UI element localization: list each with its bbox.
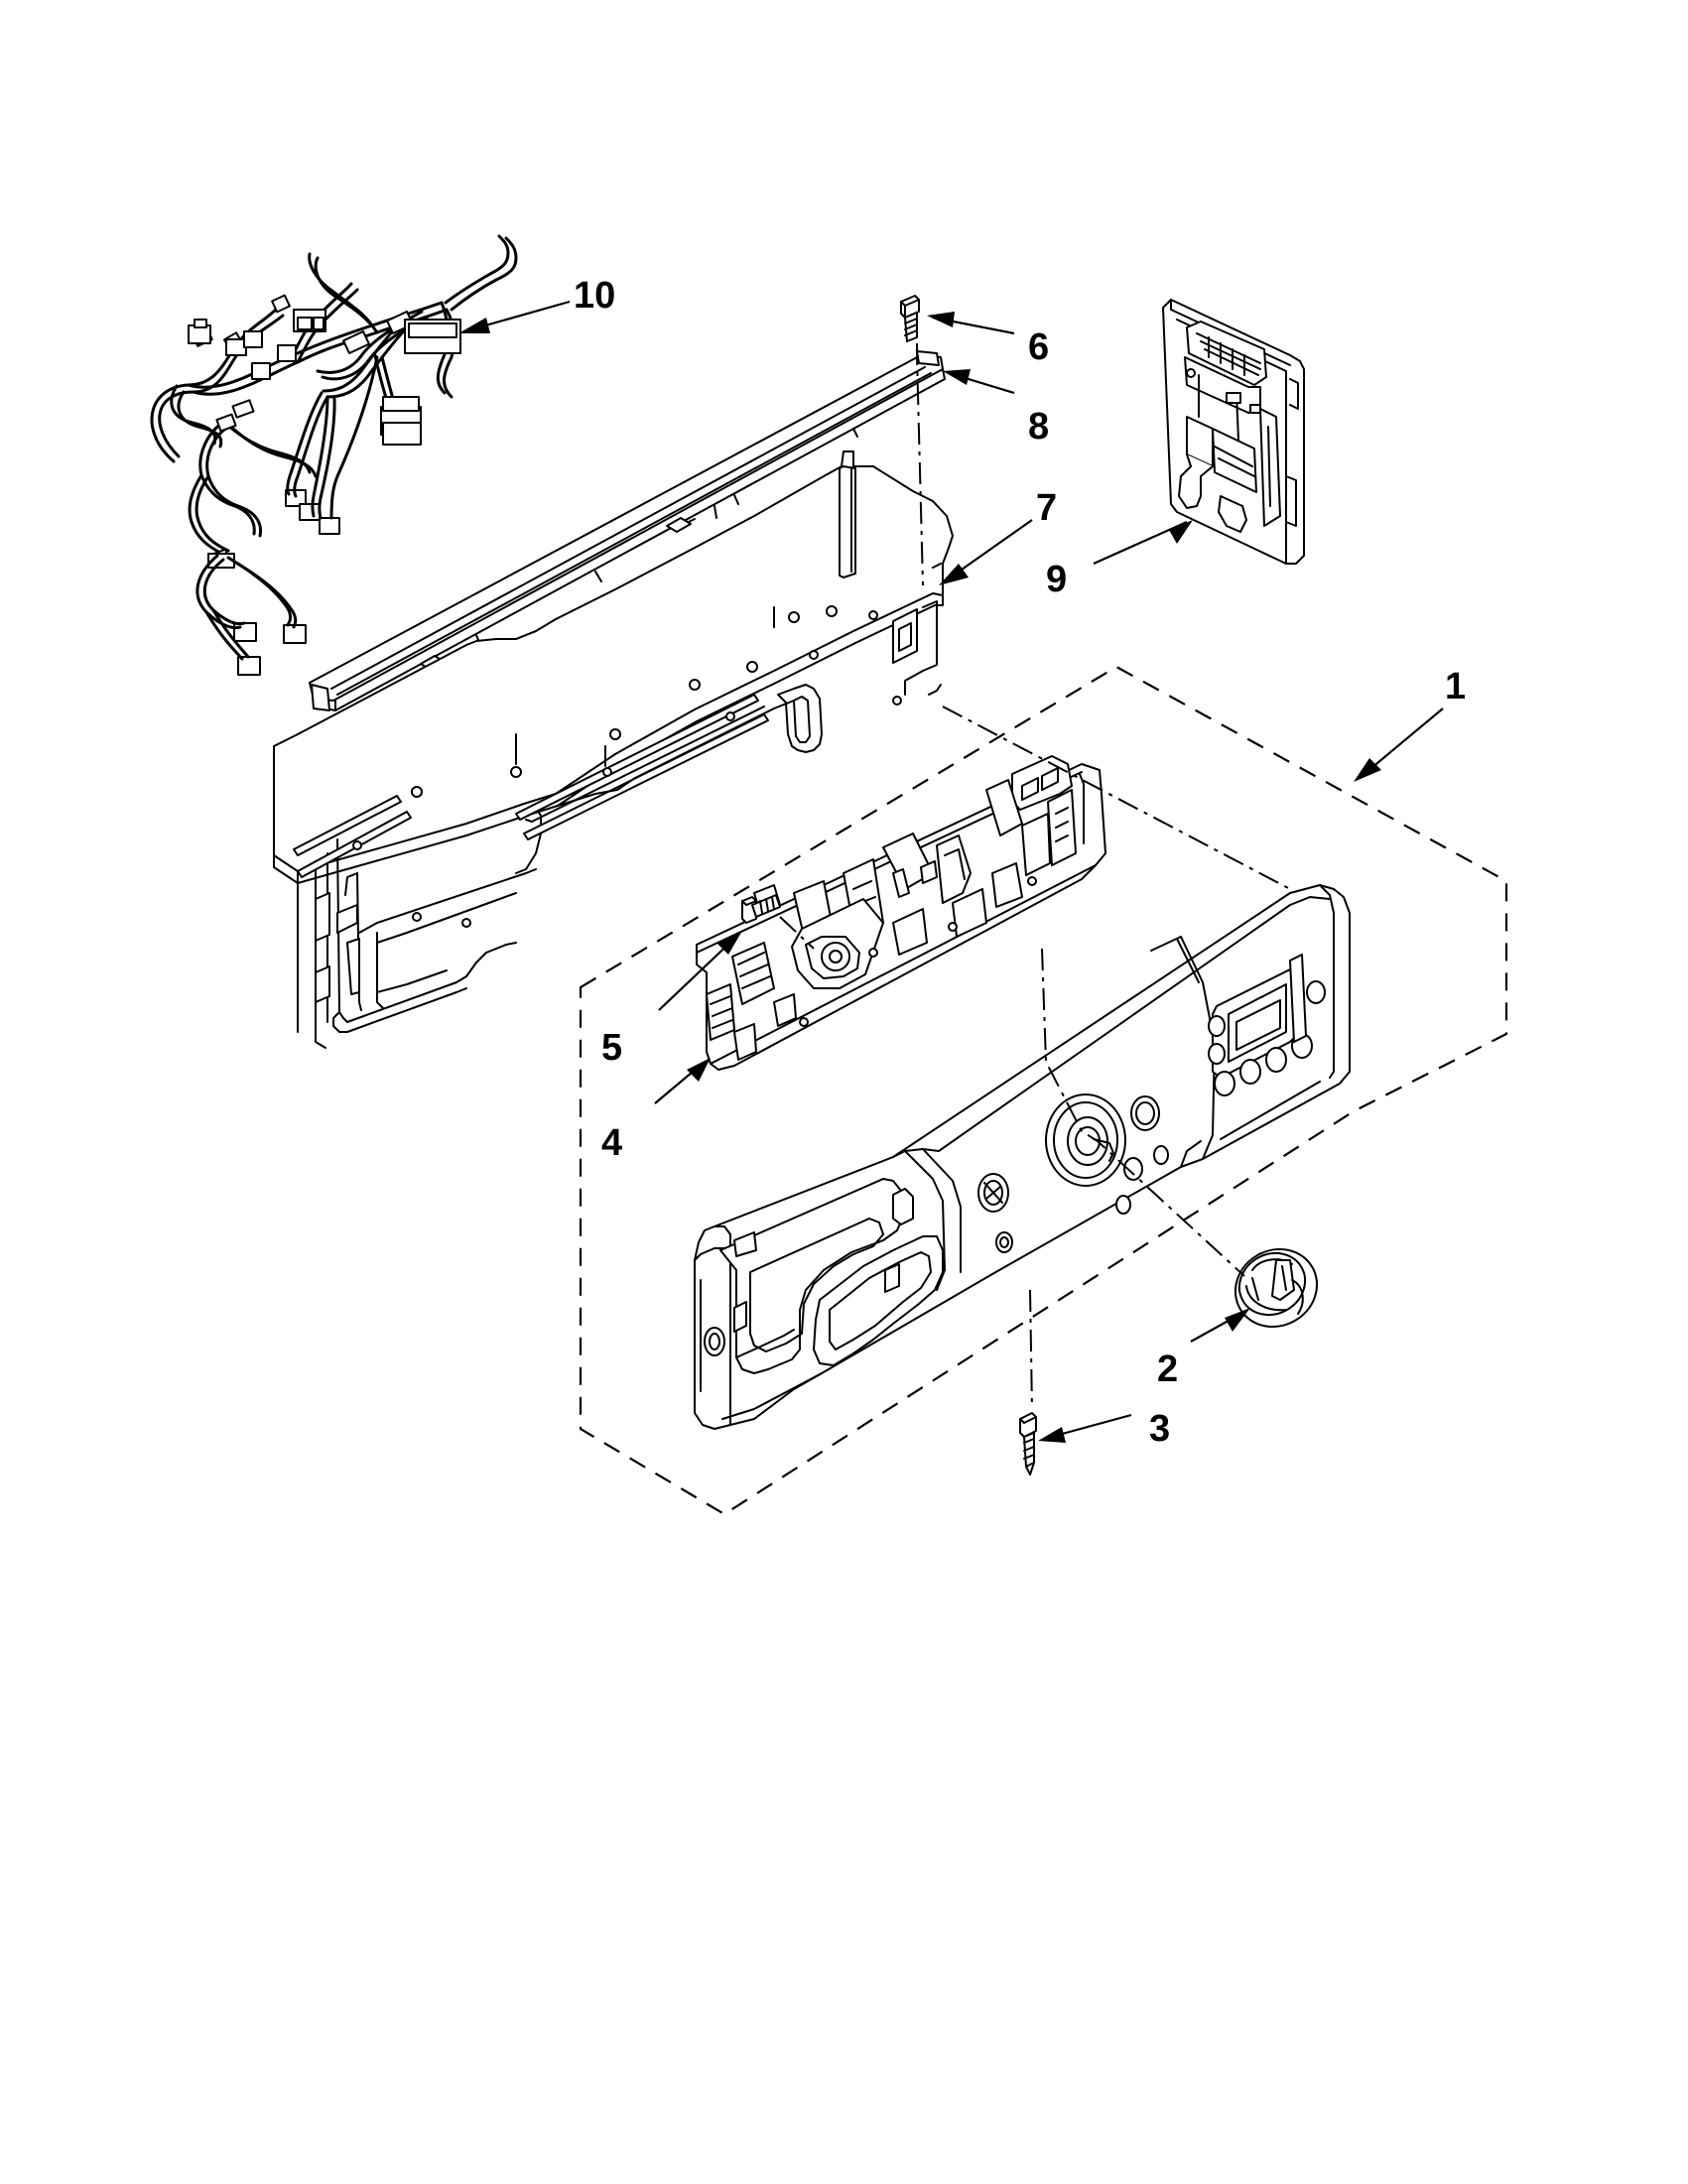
part-callouts: 10 6 8 7 9 1 5 4 2 3: [574, 275, 1466, 1450]
callout-9: 9: [1046, 559, 1067, 600]
console-frame: [273, 450, 954, 1049]
callout-5: 5: [601, 1027, 622, 1069]
electronic-module: [1162, 299, 1305, 565]
callout-6: 6: [1028, 326, 1049, 368]
screw-panel: [1019, 1412, 1037, 1476]
assembly-boundary: [579, 665, 1508, 1516]
callout-7: 7: [1036, 487, 1057, 529]
console-panel: [694, 884, 1351, 1430]
callout-2: 2: [1157, 1349, 1178, 1390]
callout-8: 8: [1028, 406, 1049, 448]
callout-4: 4: [601, 1122, 622, 1164]
callout-10: 10: [574, 275, 615, 317]
callout-3: 3: [1149, 1408, 1170, 1450]
knob: [1234, 1247, 1319, 1329]
screw-rail: [900, 295, 920, 342]
user-interface-board: [696, 755, 1106, 1071]
wire-harness: [150, 234, 518, 676]
control-panel-rail: [309, 350, 946, 711]
leader-arrows: [458, 300, 1444, 1443]
alignment-lines: [779, 343, 1291, 1410]
callout-1: 1: [1445, 666, 1466, 707]
screw-board: [741, 894, 781, 924]
